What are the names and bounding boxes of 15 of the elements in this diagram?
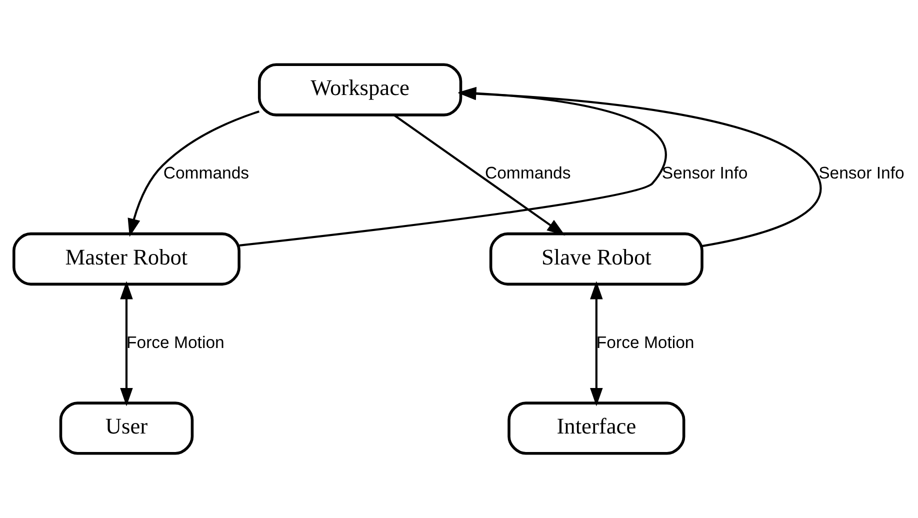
arrow [393,114,566,236]
edge-label: Sensor Info [662,164,748,183]
node-box: Master Robot [12,232,240,286]
edge-label: Force Motion [126,332,224,352]
node-box: Workspace [258,63,462,116]
node-box: Interface [508,402,686,455]
edge-label: Force Motion [596,332,694,352]
arrow [590,281,603,406]
node-box: Slave Robot [489,232,704,286]
edge-label: Sensor Info [818,164,904,183]
edge-label: Commands [485,164,571,183]
arrow [128,110,260,237]
node-box: User [59,402,194,455]
arrow [120,281,133,406]
edge-label: Commands [163,164,250,183]
